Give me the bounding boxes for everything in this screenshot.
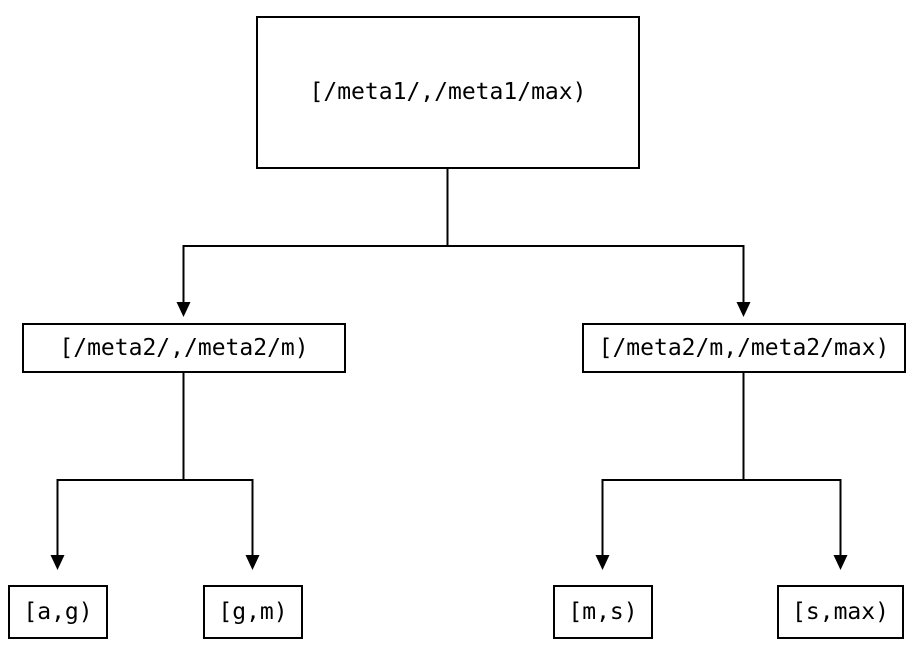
edge-root-to-children <box>182 169 745 303</box>
arrowhead-down-icon <box>833 555 848 570</box>
arrowhead-down-icon <box>245 555 260 570</box>
edge-left-to-leaves <box>56 373 254 556</box>
tree-node-root-meta1-range: [/meta1/,/meta1/max) <box>256 16 640 169</box>
edge-right-to-leaves <box>601 373 842 556</box>
arrowhead-down-icon <box>595 555 610 570</box>
tree-node-meta2-upper-range: [/meta2/m,/meta2/max) <box>582 323 906 373</box>
tree-node-meta2-lower-range: [/meta2/,/meta2/m) <box>22 323 346 373</box>
tree-leaf-g-m: [g,m) <box>203 585 303 639</box>
tree-leaf-m-s: [m,s) <box>553 585 653 639</box>
tree-leaf-s-max: [s,max) <box>777 585 904 639</box>
arrowhead-down-icon <box>176 302 191 317</box>
arrowhead-down-icon <box>736 302 751 317</box>
tree-leaf-a-g: [a,g) <box>8 585 108 639</box>
arrowhead-down-icon <box>50 555 65 570</box>
